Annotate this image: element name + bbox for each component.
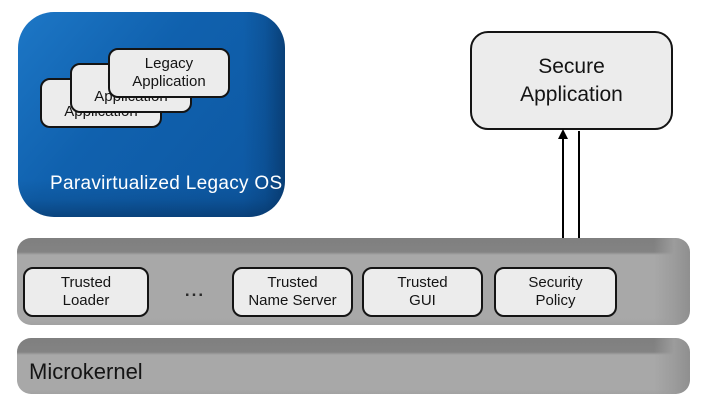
trusted-name-server-label: Trusted Name Server: [248, 274, 337, 309]
secure-application-box: Secure Application: [470, 31, 673, 130]
secure-application-label: Secure Application: [520, 54, 623, 106]
microkernel-label: Microkernel: [29, 359, 143, 384]
arrow-up-line: [562, 139, 564, 263]
trusted-gui-box: Trusted GUI: [362, 267, 483, 317]
microkernel-bar: [17, 338, 690, 394]
trusted-loader-label: Trusted Loader: [60, 274, 112, 309]
arrow-down-line: [578, 131, 580, 255]
arrow-up-head-icon: [558, 129, 568, 139]
security-policy-box: Security Policy: [494, 267, 617, 317]
legacy-application-label: Legacy Application: [132, 55, 206, 90]
trusted-name-server-box: Trusted Name Server: [232, 267, 353, 317]
trusted-gui-label: Trusted GUI: [397, 274, 448, 309]
trusted-loader-box: Trusted Loader: [23, 267, 149, 317]
more-components-ellipsis: ...: [184, 281, 206, 300]
legacy-os-label: Paravirtualized Legacy OS: [50, 173, 283, 194]
legacy-application-card: Legacy Application: [108, 48, 230, 98]
security-policy-label: Security Policy: [528, 274, 583, 309]
